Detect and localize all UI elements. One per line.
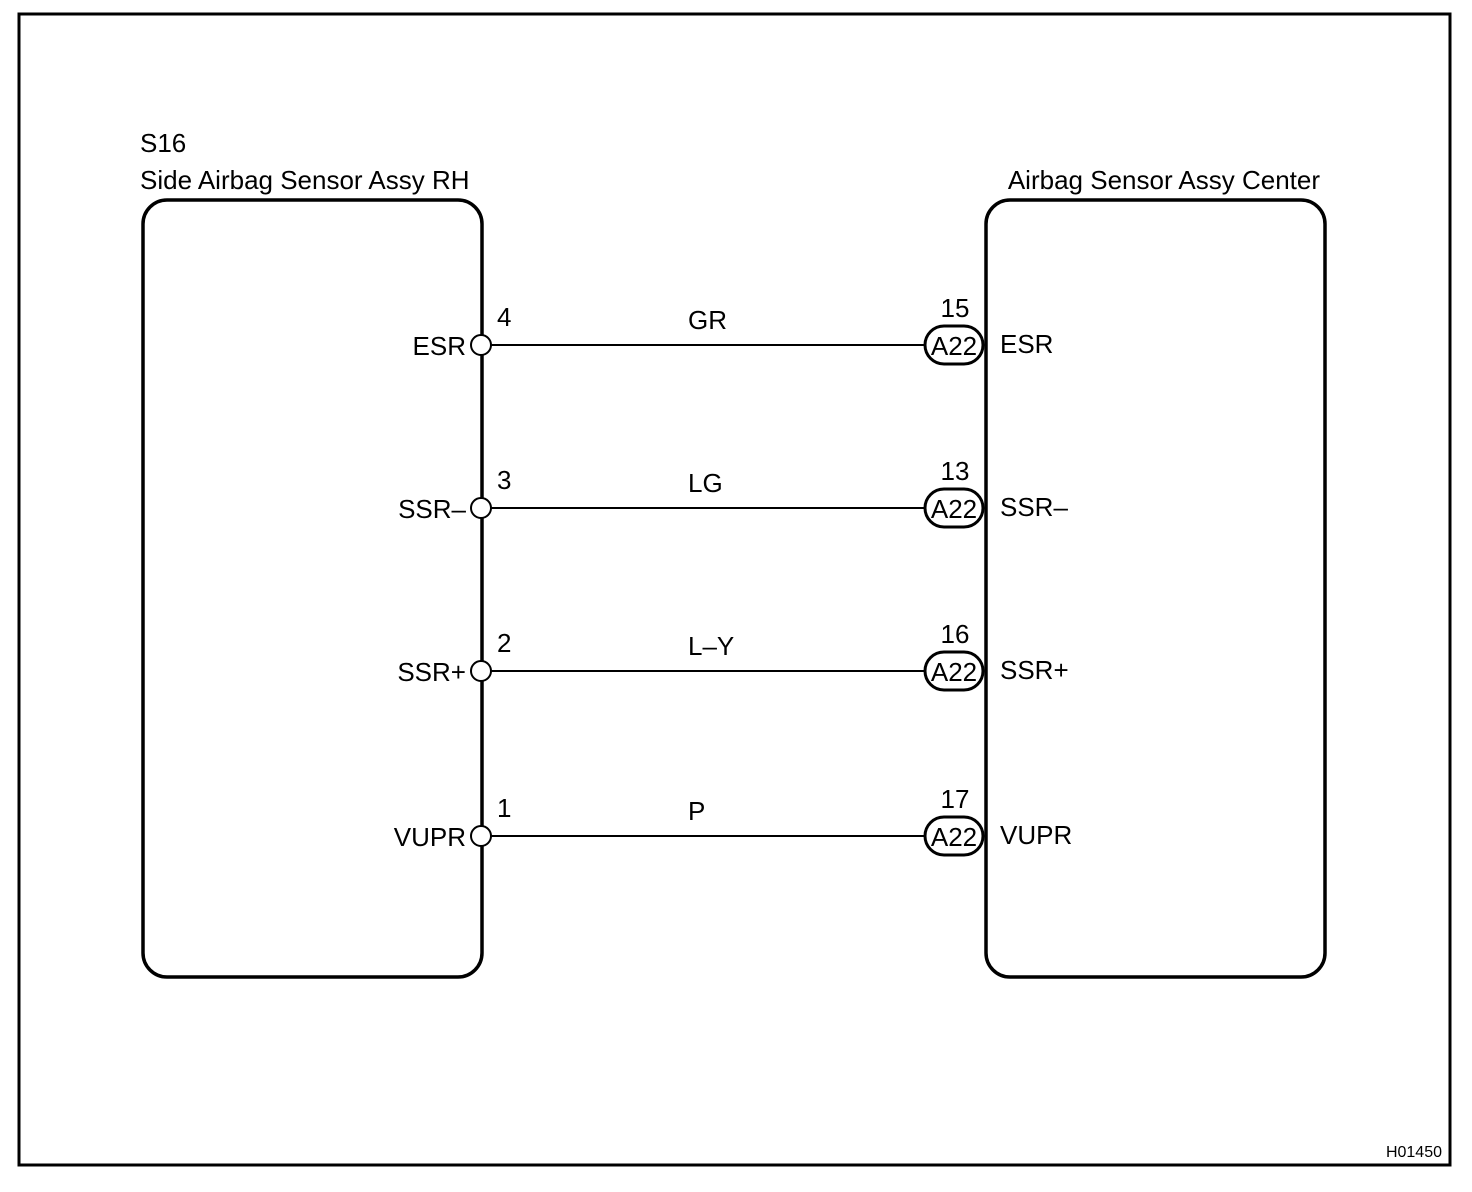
right-pin-number: 17 [941,784,970,814]
left-terminal-4 [470,334,492,356]
connector-badge [923,487,985,529]
connector-badge [923,650,985,692]
right-pin-number: 16 [941,619,970,649]
connector-badge [923,324,985,366]
connector-badge [923,815,985,857]
right-signal-label: VUPR [1000,820,1072,850]
wire-color-label: GR [688,305,727,335]
left-pin-number: 3 [497,465,511,495]
left-signal-label: VUPR [394,822,466,852]
right-pin-number: 15 [941,293,970,323]
right-signal-label: ESR [1000,329,1053,359]
connector-code: A22 [931,331,977,361]
connector-code: A22 [931,494,977,524]
left-component-code: S16 [140,128,186,158]
right-signal-label: SSR+ [1000,655,1069,685]
left-terminal-3 [470,497,492,519]
left-signal-label: ESR [413,331,466,361]
wire-color-label: LG [688,468,723,498]
left-component-name: Side Airbag Sensor Assy RH [140,165,470,195]
right-component-name: Airbag Sensor Assy Center [1008,165,1320,195]
right-signal-label: SSR– [1000,492,1068,522]
left-terminal-2 [470,660,492,682]
right-component-box [984,198,1327,979]
right-pin-number: 13 [941,456,970,486]
left-component-box [141,198,484,979]
left-terminal-1 [470,825,492,847]
diagram-frame [17,12,1452,1167]
left-pin-number: 2 [497,628,511,658]
wire-color-label: L–Y [688,631,734,661]
left-pin-number: 4 [497,302,511,332]
connector-code: A22 [931,657,977,687]
wire-color-label: P [688,796,705,826]
figure-code: H01450 [1386,1144,1442,1161]
left-signal-label: SSR– [398,494,466,524]
left-pin-number: 1 [497,793,511,823]
left-signal-label: SSR+ [397,657,466,687]
connector-code: A22 [931,822,977,852]
